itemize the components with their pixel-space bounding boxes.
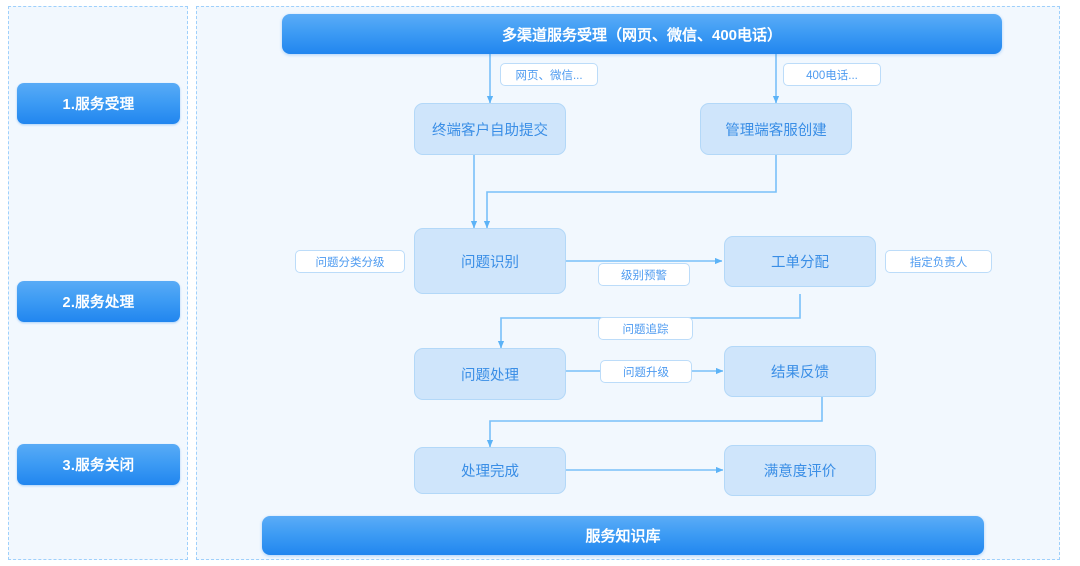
footer-bar-label: 服务知识库 bbox=[585, 528, 661, 545]
node-ticket-assign[interactable]: 工单分配 bbox=[724, 236, 876, 287]
node-self-submit[interactable]: 终端客户自助提交 bbox=[414, 103, 566, 155]
chip-issue-escalation[interactable]: 问题升级 bbox=[600, 360, 692, 383]
node-issue-handle[interactable]: 问题处理 bbox=[414, 348, 566, 400]
chip-label: 指定负责人 bbox=[909, 256, 968, 269]
chip-channel-web[interactable]: 网页、微信... bbox=[500, 63, 598, 86]
stage-button-service-processing[interactable]: 2.服务处理 bbox=[17, 281, 180, 322]
chip-assign-owner[interactable]: 指定负责人 bbox=[885, 250, 992, 273]
node-label: 问题识别 bbox=[461, 254, 519, 271]
node-agent-create[interactable]: 管理端客服创建 bbox=[700, 103, 852, 155]
stage-label: 1.服务受理 bbox=[62, 97, 135, 113]
node-label: 满意度评价 bbox=[763, 464, 837, 480]
stage-label: 2.服务处理 bbox=[62, 295, 135, 311]
chip-label: 网页、微信... bbox=[515, 69, 583, 82]
chip-issue-tracking[interactable]: 问题追踪 bbox=[598, 317, 693, 340]
node-result-feedback[interactable]: 结果反馈 bbox=[724, 346, 876, 397]
stage-label: 3.服务关闭 bbox=[62, 458, 135, 474]
node-label: 管理端客服创建 bbox=[725, 122, 827, 139]
chip-issue-classification[interactable]: 问题分类分级 bbox=[295, 250, 405, 273]
node-label: 工单分配 bbox=[771, 255, 829, 271]
chip-label: 问题升级 bbox=[623, 366, 669, 379]
chip-label: 400电话... bbox=[806, 69, 858, 82]
node-label: 终端客户自助提交 bbox=[432, 122, 548, 139]
stage-button-service-closing[interactable]: 3.服务关闭 bbox=[17, 444, 180, 485]
header-bar-label: 多渠道服务受理（网页、微信、400电话） bbox=[501, 26, 783, 44]
chip-label: 问题分类分级 bbox=[315, 256, 385, 269]
node-label: 结果反馈 bbox=[771, 365, 829, 381]
chip-label: 问题追踪 bbox=[622, 323, 669, 336]
chip-label: 级别预警 bbox=[621, 269, 667, 282]
header-bar-multichannel-intake[interactable]: 多渠道服务受理（网页、微信、400电话） bbox=[282, 14, 1002, 54]
node-issue-identify[interactable]: 问题识别 bbox=[414, 228, 566, 294]
stage-button-service-intake[interactable]: 1.服务受理 bbox=[17, 83, 180, 124]
footer-bar-knowledge-base[interactable]: 服务知识库 bbox=[262, 516, 984, 555]
chip-channel-phone[interactable]: 400电话... bbox=[783, 63, 881, 86]
node-handle-done[interactable]: 处理完成 bbox=[414, 447, 566, 494]
node-satisfaction-rating[interactable]: 满意度评价 bbox=[724, 445, 876, 496]
node-label: 处理完成 bbox=[461, 464, 519, 480]
chip-level-alert[interactable]: 级别预警 bbox=[598, 263, 690, 286]
node-label: 问题处理 bbox=[461, 367, 519, 384]
